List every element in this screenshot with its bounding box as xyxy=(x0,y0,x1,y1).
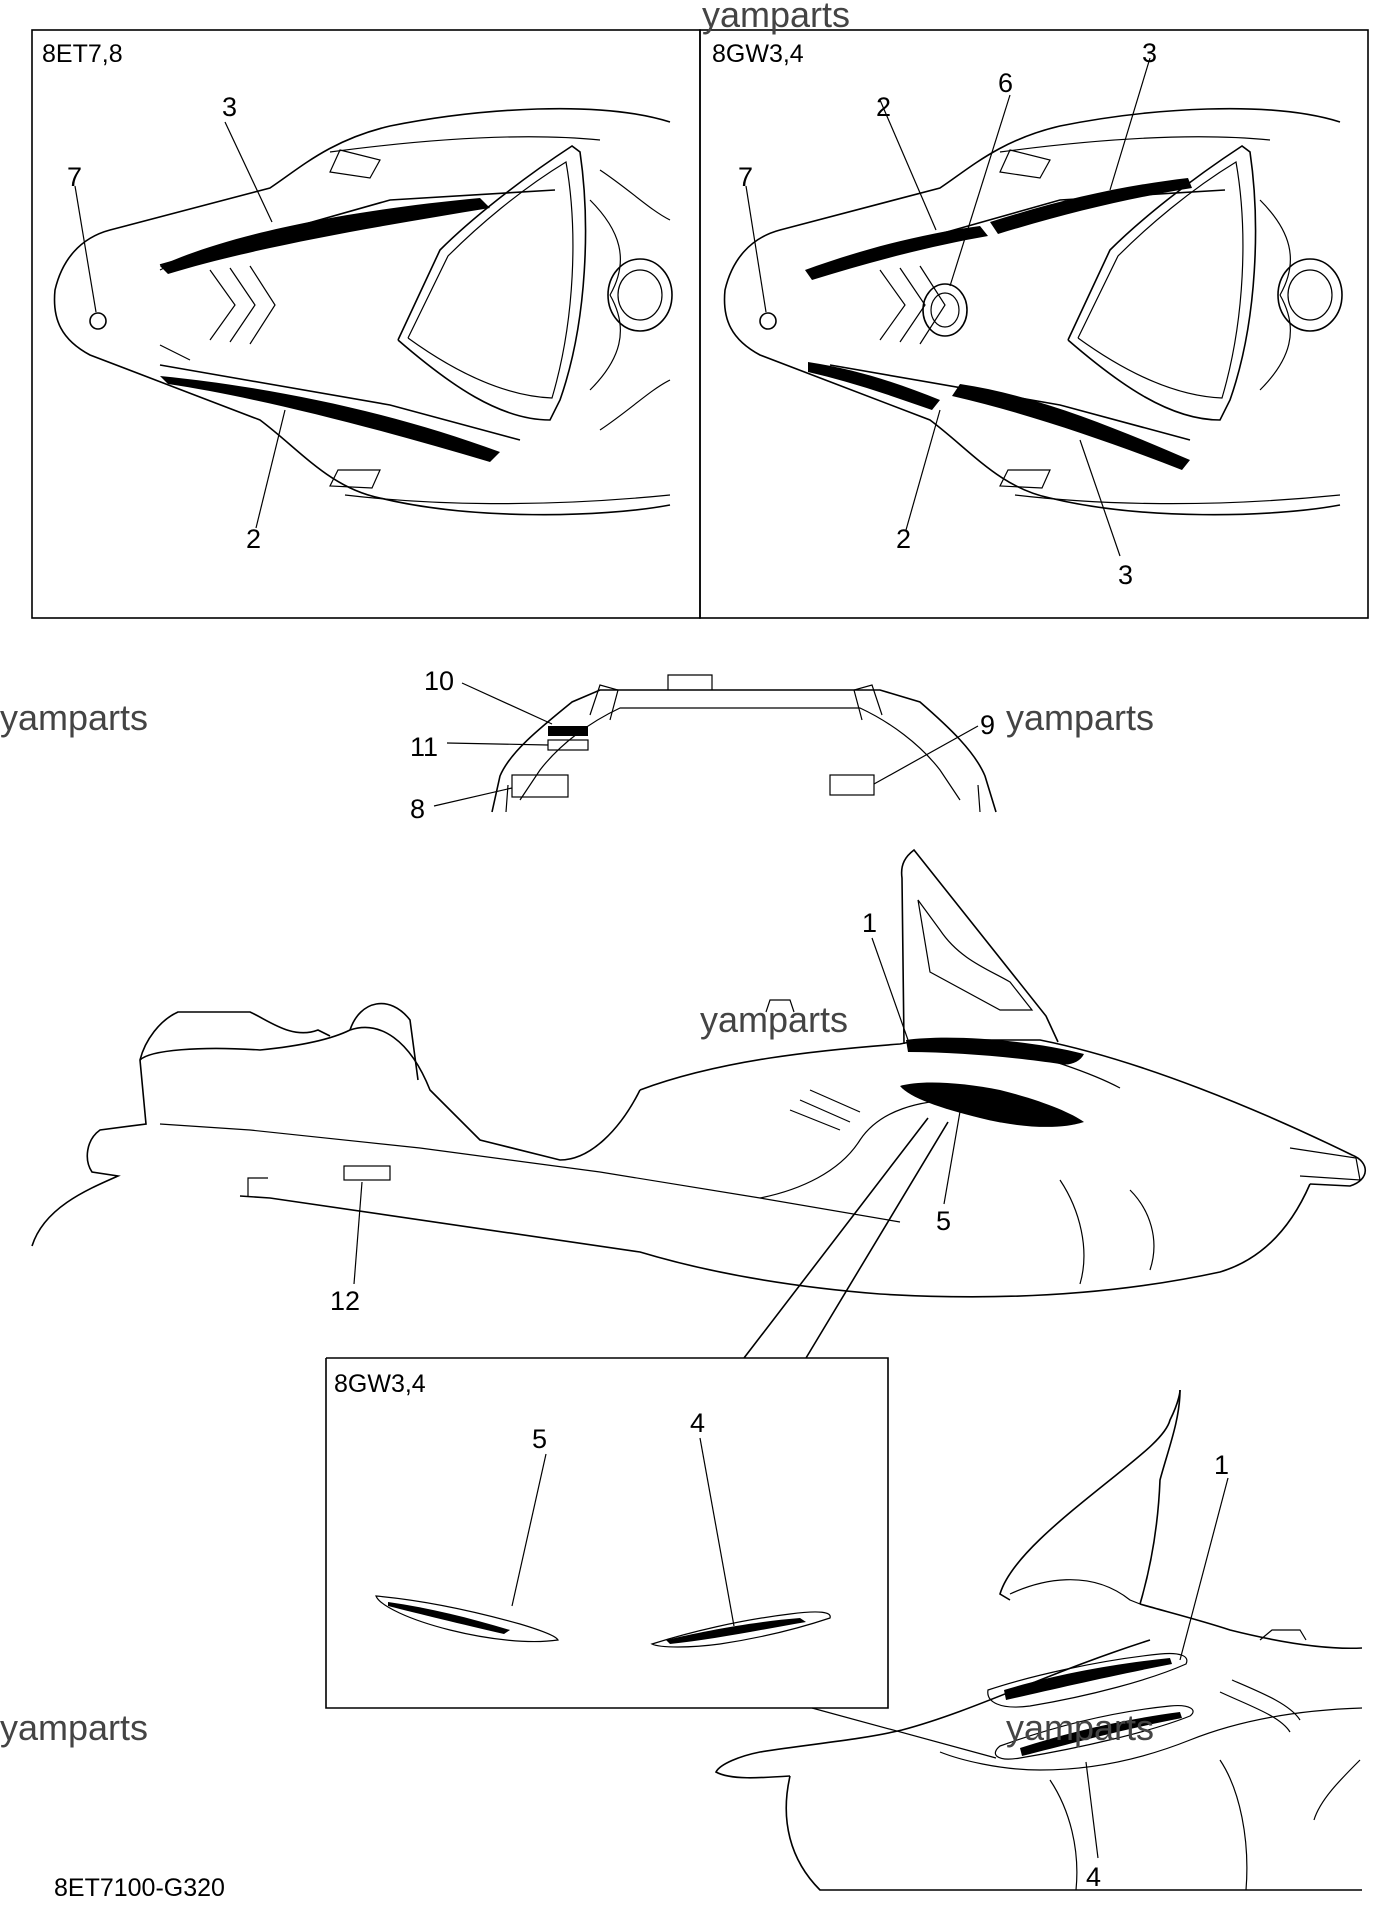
detail-panel-model-code: 8GW3,4 xyxy=(334,1370,426,1398)
watermark-left-upper: yamparts xyxy=(0,697,148,738)
callout-right-7: 7 xyxy=(738,162,753,192)
front-view-drawing xyxy=(714,1389,1363,1891)
callout-right-6: 6 xyxy=(998,68,1013,98)
callout-rear-8: 8 xyxy=(410,794,425,824)
callout-right-3-upper: 3 xyxy=(1142,38,1157,68)
callout-side-1: 1 xyxy=(862,908,877,938)
callout-left-7: 7 xyxy=(67,162,82,192)
detail-panel-decals xyxy=(375,1437,831,1648)
watermark-right-lower: yamparts xyxy=(1006,1707,1154,1748)
callout-detail-5: 5 xyxy=(532,1424,547,1454)
watermark-top: yamparts xyxy=(702,0,850,35)
callout-rear-11: 11 xyxy=(410,732,438,762)
callout-rear-9: 9 xyxy=(980,710,995,740)
drawing-code: 8ET7100-G320 xyxy=(54,1874,225,1902)
panel-8gw34-frame xyxy=(699,29,1369,619)
callout-left-3: 3 xyxy=(222,92,237,122)
panel-left-model-code: 8ET7,8 xyxy=(42,40,123,68)
watermark-right-upper: yamparts xyxy=(1006,697,1154,738)
callout-right-2-upper: 2 xyxy=(876,92,891,122)
left-top-view-drawing xyxy=(53,107,673,529)
callout-left-2: 2 xyxy=(246,524,261,554)
callout-side-5: 5 xyxy=(936,1206,951,1236)
callout-detail-4: 4 xyxy=(690,1408,705,1438)
rear-view-drawing xyxy=(433,674,997,813)
side-view-drawing xyxy=(31,848,1367,1298)
callout-side-12: 12 xyxy=(330,1286,360,1316)
callout-rear-10: 10 xyxy=(424,666,454,696)
callout-right-3-lower: 3 xyxy=(1118,560,1133,590)
right-top-view-drawing xyxy=(723,57,1343,557)
callout-right-2-lower: 2 xyxy=(896,524,911,554)
watermark-left-lower: yamparts xyxy=(0,1707,148,1748)
panel-right-model-code: 8GW3,4 xyxy=(712,40,804,68)
callout-front-4: 4 xyxy=(1086,1862,1101,1892)
panel-8et78-frame xyxy=(31,29,701,619)
detail-panel-frame xyxy=(325,1117,949,1709)
callout-front-1: 1 xyxy=(1214,1450,1229,1480)
watermark-center: yamparts xyxy=(700,999,848,1040)
